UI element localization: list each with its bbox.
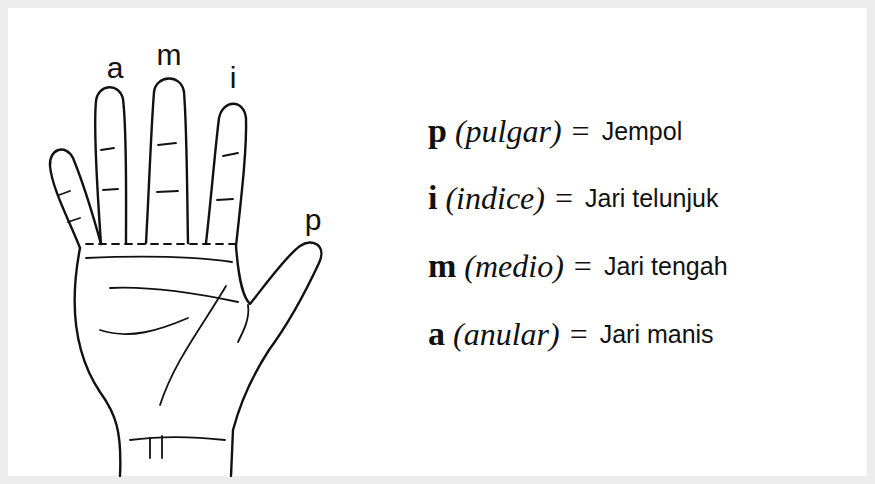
- finger-letter-key: m: [428, 246, 456, 285]
- hand-outline: [50, 78, 321, 476]
- finger-letter-key: p: [428, 111, 447, 150]
- finger-name-spanish: (indice): [445, 180, 545, 217]
- finger-name-indonesian: Jari tengah: [604, 252, 728, 281]
- finger-letter-key: a: [428, 314, 445, 353]
- equals-sign: =: [572, 113, 590, 150]
- finger-name-indonesian: Jempol: [602, 117, 683, 146]
- equals-sign: =: [570, 316, 588, 353]
- finger-letter: p: [305, 203, 322, 238]
- finger-name-spanish: (medio): [464, 248, 564, 285]
- finger-letter: m: [157, 38, 182, 73]
- finger-letter: a: [107, 51, 124, 86]
- hand-creases: [59, 143, 248, 458]
- finger-name-spanish: (pulgar): [455, 113, 562, 150]
- page-panel: [8, 8, 867, 476]
- finger-letter: i: [230, 61, 237, 96]
- finger-letter-key: i: [428, 178, 437, 217]
- finger-name-spanish: (anular): [453, 316, 560, 353]
- finger-name-indonesian: Jari manis: [600, 320, 714, 349]
- equals-sign: =: [555, 180, 573, 217]
- equals-sign: =: [574, 248, 592, 285]
- finger-name-indonesian: Jari telunjuk: [585, 184, 718, 213]
